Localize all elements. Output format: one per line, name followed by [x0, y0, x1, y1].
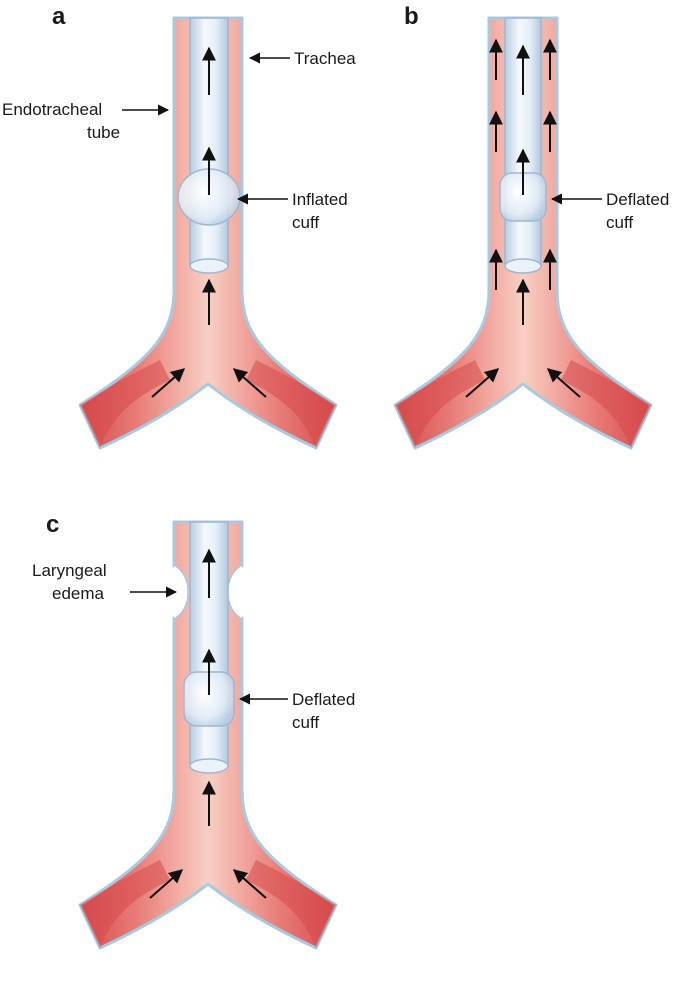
arrow-right-bronchus — [546, 368, 581, 398]
panel-b-airflow-arrows — [465, 38, 581, 398]
panel-b-left-bronchus — [395, 360, 485, 448]
panel-b-cuff-label-1: Deflated — [606, 190, 669, 209]
panel-b: b Deflated cuff — [393, 3, 669, 450]
panel-b-tube-opening — [504, 258, 542, 274]
panel-c-left-bronchus — [80, 860, 170, 948]
panel-c-laryngeal-edema-left — [174, 566, 188, 618]
arrow-left-bronchus — [151, 368, 186, 398]
panel-a-tube-label-2: tube — [87, 123, 120, 142]
panel-a-letter: a — [52, 3, 66, 30]
panel-a: a Trachea Endotracheal tube Inflated — [2, 3, 356, 450]
arrow-right-bronchus — [232, 368, 267, 398]
panel-c-edema-label-2: edema — [52, 584, 105, 603]
panel-c-cuff-label-1: Deflated — [292, 690, 355, 709]
arrow-left-bronchus — [149, 869, 184, 899]
panel-c-letter: c — [46, 511, 59, 538]
panel-c-airflow-arrows — [149, 548, 267, 899]
panel-c: c Laryngeal edema Deflated cuff — [32, 511, 355, 950]
panel-c-laryngeal-edema-right — [228, 566, 242, 618]
panel-a-left-bronchus — [80, 360, 170, 448]
panel-b-right-bronchus — [561, 360, 651, 448]
panel-c-cuff-label-2: cuff — [292, 713, 319, 732]
panel-a-airflow-arrows — [151, 46, 267, 398]
panel-b-letter: b — [404, 3, 419, 30]
arrow-left-bronchus — [465, 368, 500, 398]
panel-a-tube-opening — [189, 258, 229, 274]
panel-c-right-bronchus — [246, 860, 336, 948]
panel-a-cuff-label-2: cuff — [292, 213, 319, 232]
panel-c-tube-opening — [189, 758, 229, 774]
arrow-right-bronchus — [232, 869, 267, 899]
panel-a-tube-label-1: Endotracheal — [2, 100, 102, 119]
panel-b-cuff-label-2: cuff — [606, 213, 633, 232]
panel-c-edema-label-1: Laryngeal — [32, 561, 107, 580]
panel-a-right-bronchus — [246, 360, 336, 448]
panel-a-cuff-label-1: Inflated — [292, 190, 348, 209]
panel-a-trachea-label: Trachea — [294, 49, 356, 68]
